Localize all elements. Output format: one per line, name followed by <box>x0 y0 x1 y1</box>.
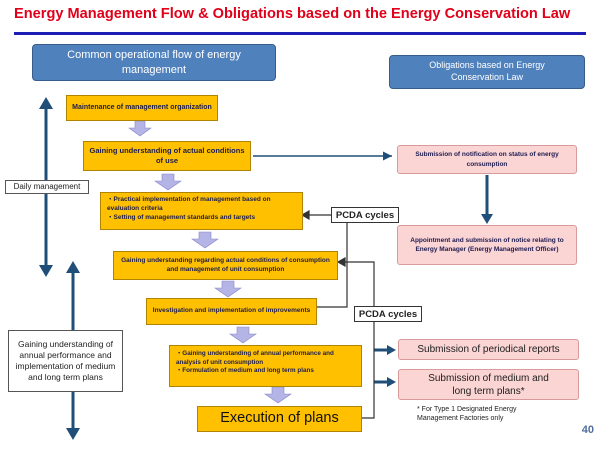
pcda-cycles-label-upper: PCDA cycles <box>331 207 399 223</box>
obligation-notification-label: Submission of notification on status of … <box>415 151 559 168</box>
obligation-medium-long-plans: Submission of medium and long term plans… <box>398 369 579 400</box>
step-maintenance-organization: Maintenance of management organization <box>66 95 218 121</box>
header-obligations: Obligations based on Energy Conservation… <box>389 55 585 89</box>
title-rule <box>14 32 586 35</box>
page-number-text: 40 <box>581 424 594 436</box>
arrow-to-medium-long-plans <box>374 377 396 387</box>
obligation-notification: Submission of notification on status of … <box>397 145 577 174</box>
daily-management-label: Daily management <box>5 180 89 194</box>
header-common-flow: Common operational flow of energy manage… <box>32 44 276 81</box>
step-annual-performance-line2: ・Formulation of medium and long term pla… <box>176 367 314 374</box>
pcda-loop-upper <box>300 209 348 308</box>
step-consumption-management: Gaining understanding regarding actual c… <box>113 251 338 280</box>
down-arrow-2 <box>154 173 182 191</box>
step-actual-conditions-label: Gaining understanding of actual conditio… <box>89 145 245 165</box>
annual-performance-label: Gaining understanding of annual performa… <box>8 330 123 392</box>
pcda-cycles-text-upper: PCDA cycles <box>335 209 395 221</box>
down-arrow-3 <box>191 231 219 249</box>
down-arrow-4 <box>214 280 242 298</box>
pcda-loop-lower <box>336 256 375 419</box>
annual-performance-text: Gaining understanding of annual performa… <box>15 338 116 383</box>
step-actual-conditions: Gaining understanding of actual conditio… <box>83 141 251 171</box>
step-investigation-improvements: Investigation and implementation of impr… <box>146 298 317 325</box>
obligation-periodical-reports: Submission of periodical reports <box>398 339 579 360</box>
step-practical-implementation: ・Practical implementation of management … <box>100 192 303 230</box>
obligation-energy-manager: Appointment and submission of notice rel… <box>397 225 577 265</box>
arrow-notification-to-appointment <box>481 175 493 224</box>
page-number: 40 <box>566 424 594 436</box>
step-investigation-improvements-label: Investigation and implementation of impr… <box>152 307 311 315</box>
down-arrow-5 <box>229 326 257 344</box>
down-arrow-6 <box>264 386 292 404</box>
step-annual-performance-line1: ・Gaining understanding of annual perform… <box>176 350 334 366</box>
step-annual-performance: ・Gaining understanding of annual perform… <box>169 345 362 387</box>
header-obligations-label: Obligations based on Energy Conservation… <box>429 60 545 82</box>
down-arrow-1 <box>128 120 152 137</box>
page-title: Energy Management Flow & Obligations bas… <box>14 6 571 22</box>
step-maintenance-organization-label: Maintenance of management organization <box>72 104 212 112</box>
header-common-flow-label: Common operational flow of energy manage… <box>67 49 241 76</box>
step-execution-of-plans: Execution of plans <box>197 406 362 432</box>
step-execution-of-plans-label: Execution of plans <box>220 410 339 427</box>
obligation-medium-long-plans-label: Submission of medium and long term plans… <box>428 372 549 397</box>
footnote-text: * For Type 1 Designated Energy Managemen… <box>417 406 517 423</box>
footnote: * For Type 1 Designated Energy Managemen… <box>417 405 537 424</box>
obligation-periodical-reports-label: Submission of periodical reports <box>417 344 560 355</box>
obligation-energy-manager-label: Appointment and submission of notice rel… <box>410 236 564 253</box>
step-practical-implementation-line2: ・Setting of management standards and tar… <box>107 213 256 221</box>
flow-down-arrows <box>128 120 292 404</box>
arrow-to-periodical-reports <box>374 345 396 355</box>
step-consumption-management-label: Gaining understanding regarding actual c… <box>121 256 330 273</box>
pcda-cycles-text-lower: PCDA cycles <box>358 308 418 320</box>
step-practical-implementation-line1: ・Practical implementation of management … <box>107 196 271 212</box>
pcda-cycles-label-lower: PCDA cycles <box>354 306 422 322</box>
daily-management-text: Daily management <box>13 181 81 191</box>
